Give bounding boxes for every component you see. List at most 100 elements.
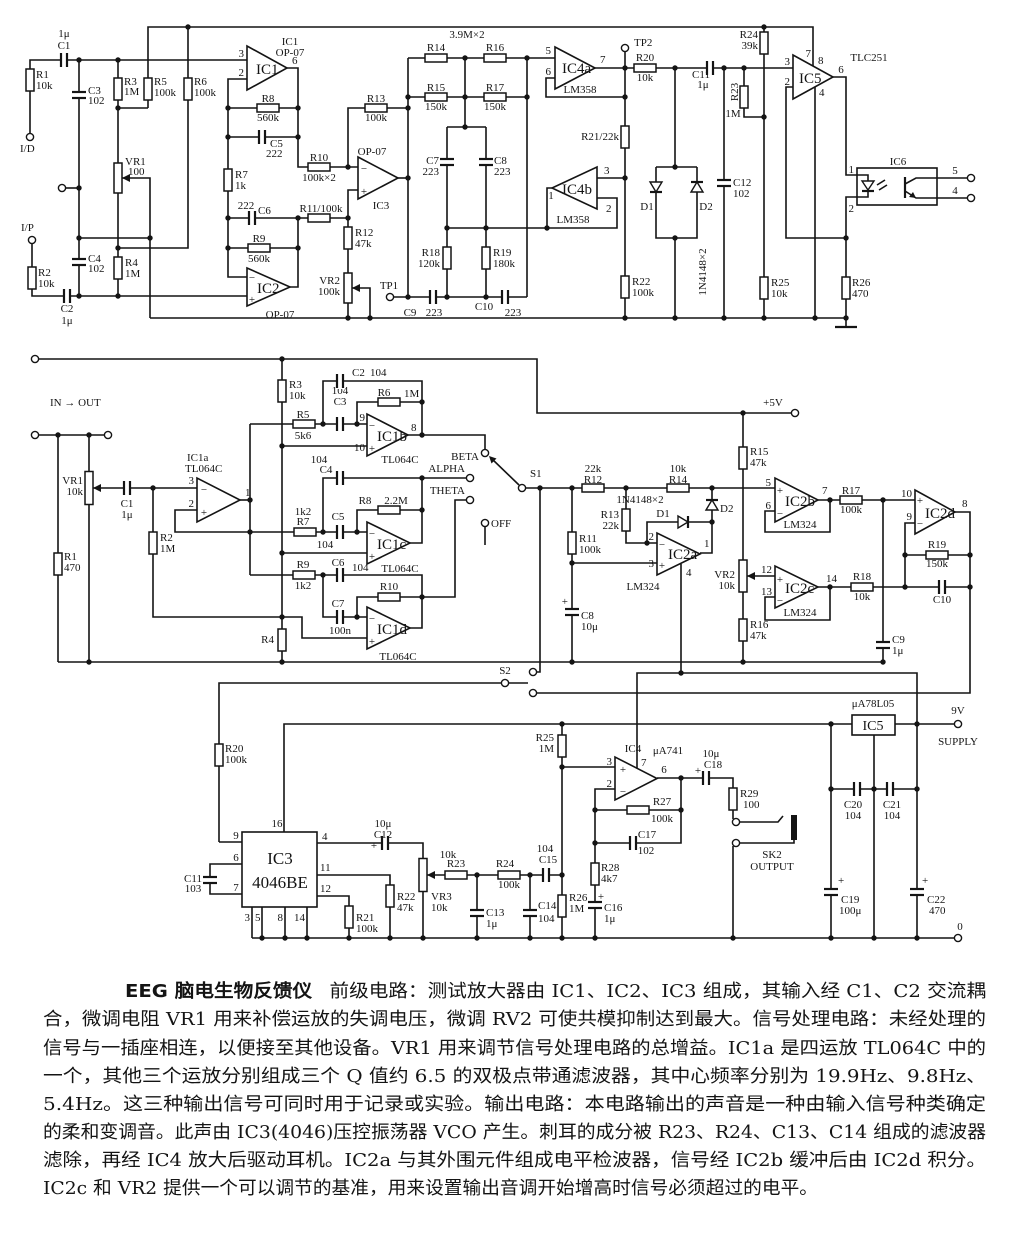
wire [904, 522, 915, 587]
label-c13-value: 1μ [486, 918, 498, 930]
junction-dot [419, 594, 425, 600]
wire [218, 682, 501, 842]
label-ic5-pins-5: 4 [819, 87, 825, 99]
label-r19-value: 150k [926, 558, 949, 570]
label-switchs2-ref: S2 [499, 665, 511, 677]
description-line-4: 一个，其他三个运放分别组成三个 Q 值约 6.5 的双极点带通滤波器，其中心频率… [43, 1066, 986, 1087]
potentiometer-body [343, 272, 353, 304]
label-ic1c-type: TL064C [381, 563, 418, 575]
label-ic2b-pins-0: 5 [766, 477, 772, 489]
opamp-triangle [366, 412, 410, 458]
junction-dot [843, 235, 849, 241]
label-ic4-ref: IC4 [625, 743, 642, 755]
label-ic4-pins-1: 2 [607, 778, 613, 790]
label-ic2a-type: LM324 [627, 581, 661, 593]
label-ic1-pins-0: 3 [239, 48, 245, 60]
label-ic2c-pins-0: 12 [761, 564, 772, 576]
label-ic1b-pins-2: 8 [411, 422, 417, 434]
junction-dot [474, 872, 480, 878]
description-line-2: 合，微调电阻 VR1 用来补偿运放的失调电压，微调 RV2 可使共模抑制达到最大… [43, 1009, 986, 1030]
opamp-triangle [554, 45, 597, 91]
label-ic2c-ref: IC2c [785, 581, 815, 597]
label-terminals-idinput: I/D [20, 143, 35, 155]
junction-dot [225, 105, 231, 111]
label-switchs1-off: OFF [491, 518, 511, 530]
label-c19-ref: C19 [841, 894, 860, 906]
label-ic4a-pins-0: 5 [546, 45, 552, 57]
label-r12-ref: R12 [355, 227, 373, 239]
capacitor-gap [64, 288, 70, 304]
opamp-triangle [246, 44, 289, 92]
junction-dot [76, 235, 82, 241]
resistor-body [247, 243, 271, 253]
wire [743, 68, 764, 118]
diode-triangle [689, 180, 705, 193]
junction-dot [527, 935, 533, 941]
label-d1d2-value: 1N4148×2 [697, 248, 709, 295]
junction-dot [827, 584, 833, 590]
label-ic4a-type: LM358 [564, 84, 598, 96]
junction-dot [320, 529, 326, 535]
potentiometer-body [84, 470, 94, 506]
label-ic4-pins-0: 3 [607, 756, 613, 768]
opamp-triangle [246, 266, 292, 308]
label-ic6-ref: IC6 [890, 156, 907, 168]
opamp-triangle [366, 520, 412, 566]
minus-sign: − [917, 518, 923, 530]
label-ic6-pins-1: 2 [849, 203, 855, 215]
beta-terminal [480, 448, 490, 458]
resistor-body [557, 734, 567, 758]
label-ic2a-pins-3: 4 [686, 567, 692, 579]
label-r18-value: 120k [418, 258, 441, 270]
label-r14-ref: R14 [427, 42, 446, 54]
junction-dot [247, 529, 253, 535]
wiper-arrow-icon [122, 174, 130, 182]
junction-dot [444, 294, 450, 300]
plus-sign: + [695, 765, 701, 777]
signal-diodes-label: 1N4148×2 [616, 494, 663, 506]
label-r28-ref: R28 [601, 862, 620, 874]
label-ic4b-pins-0: 3 [604, 165, 610, 177]
label-sk2-ref: SK2 [762, 849, 782, 861]
capacitor-gap [124, 480, 130, 496]
junction-dot [741, 65, 747, 71]
junction-dot [622, 315, 628, 321]
opamp-triangle [656, 531, 702, 577]
label-ic1b-pins-0: 9 [360, 412, 366, 424]
label-supply-label: SUPPLY [938, 736, 978, 748]
label-c3-ref: C3 [334, 396, 347, 408]
label-sk2-label: OUTPUT [750, 861, 794, 873]
label-r16-value: 47k [750, 630, 767, 642]
resistor-body [850, 582, 874, 592]
resistor-body [839, 495, 863, 505]
capacitor-gap [502, 289, 508, 305]
label-c1-ref: C1 [58, 40, 71, 52]
junction-dot [115, 57, 121, 63]
label-ic1b-pins-1: 10 [354, 442, 366, 454]
capacitor-gap [630, 835, 636, 851]
label-c11-value: 103 [185, 883, 202, 895]
wire [764, 500, 831, 533]
label-r1-ref: R1 [36, 69, 49, 81]
label-c2-ref: C2 [352, 367, 365, 379]
plus-sign: + [562, 596, 568, 608]
label-r9-value: 560k [248, 253, 271, 265]
label-c1-ref: C1 [121, 498, 134, 510]
out-terminal [103, 430, 113, 440]
label-vr1-value: 10k [67, 486, 84, 498]
signal-processing-section: IN → OUTVR110kR1470C11μIC1aTL064C321−+R2… [30, 354, 973, 698]
label-r3-ref: R3 [289, 379, 302, 391]
junction-dot [320, 572, 326, 578]
capacitor-gap [337, 373, 343, 389]
junction-dot [279, 614, 285, 620]
junction-dot [150, 485, 156, 491]
